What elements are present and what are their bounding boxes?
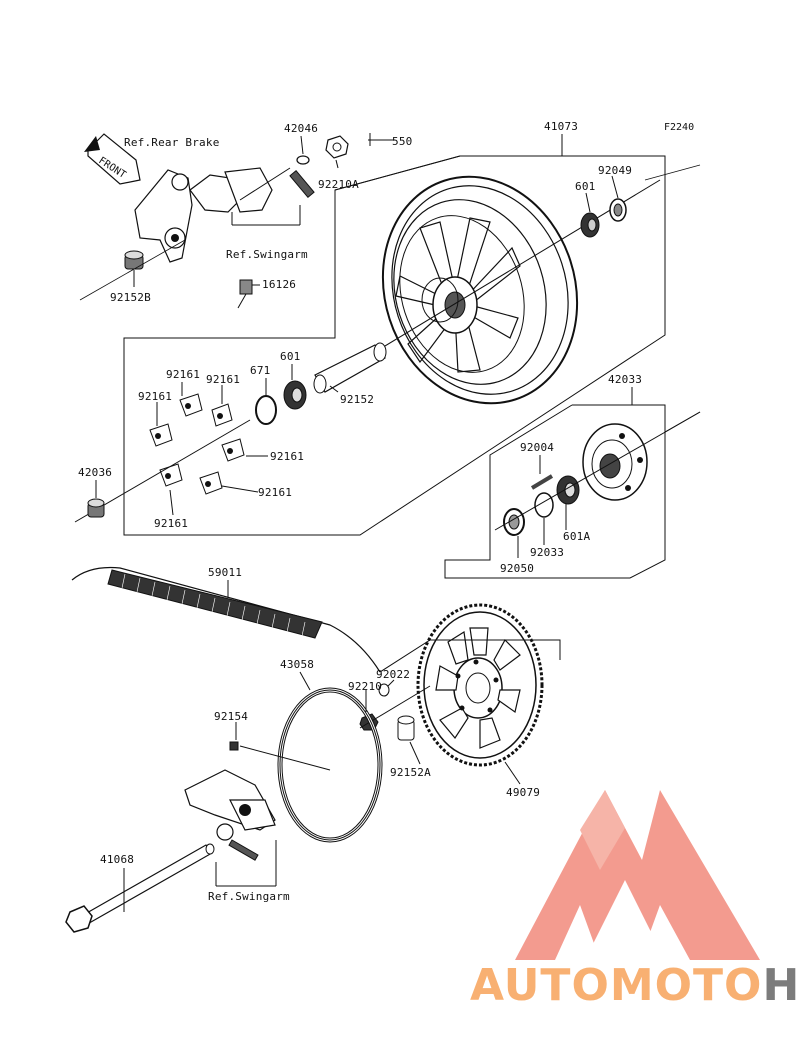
label-92210A: 92210A: [318, 178, 359, 191]
label-ref-rear-brake: Ref.Rear Brake: [124, 136, 220, 149]
label-16126: 16126: [262, 278, 296, 291]
damper-blocks: [149, 393, 245, 495]
seal-92049: [609, 198, 627, 222]
rear-wheel: [381, 175, 579, 405]
label-92161-f: 92161: [154, 517, 188, 530]
bolt-42046: [289, 155, 315, 199]
collar-42036: [87, 498, 105, 518]
label-92152: 92152: [340, 393, 374, 406]
label-92022: 92022: [376, 668, 410, 681]
label-92161-a: 92161: [166, 368, 200, 381]
sprocket-hub-42033: [582, 423, 648, 501]
drive-belt-59011: [71, 566, 381, 673]
label-92049: 92049: [598, 164, 632, 177]
rear-pulley-49079: [416, 603, 544, 767]
brake-bracket: [134, 167, 291, 263]
label-92050: 92050: [500, 562, 534, 575]
label-92161-c: 92161: [138, 390, 172, 403]
brand-part2: HUB: [762, 960, 800, 1011]
label-42036: 42036: [78, 466, 112, 479]
nipple-16126: [237, 279, 253, 309]
bearing-601-mid: [283, 380, 307, 410]
label-49079: 49079: [506, 786, 540, 799]
label-42046: 42046: [284, 122, 318, 135]
label-41068: 41068: [100, 853, 134, 866]
label-ref-swingarm-top: Ref.Swingarm: [226, 248, 308, 261]
chain-adjuster: [184, 769, 276, 861]
label-92152B: 92152B: [110, 291, 151, 304]
label-92154: 92154: [214, 710, 248, 723]
label-92152A: 92152A: [390, 766, 431, 779]
label-92033: 92033: [530, 546, 564, 559]
label-92210: 92210: [348, 680, 382, 693]
o-ring-671: [255, 395, 277, 425]
nut-92210A: [325, 135, 349, 159]
label-ref-swingarm-bottom: Ref.Swingarm: [208, 890, 290, 903]
brand-watermark: AUTOMOTOHUB: [470, 960, 800, 1011]
label-601A: 601A: [563, 530, 590, 543]
collar-92152B: [124, 250, 144, 270]
label-550: 550: [392, 135, 412, 148]
brand-part1: AUTOMOTO: [470, 960, 762, 1011]
circlip-92033: [534, 492, 554, 518]
label-601-top: 601: [575, 180, 595, 193]
label-92004: 92004: [520, 441, 554, 454]
rear-axle-41068: [65, 843, 215, 933]
label-601-mid: 601: [280, 350, 300, 363]
label-92161-e: 92161: [258, 486, 292, 499]
figure-code: F2240: [664, 122, 694, 133]
bearing-601A: [556, 475, 580, 505]
spacer-92152: [313, 342, 387, 394]
collar-92152A: [397, 715, 415, 741]
label-671: 671: [250, 364, 270, 377]
label-92161-d: 92161: [270, 450, 304, 463]
label-41073: 41073: [544, 120, 578, 133]
label-59011: 59011: [208, 566, 242, 579]
label-92161-b: 92161: [206, 373, 240, 386]
label-43058: 43058: [280, 658, 314, 671]
seal-92050: [503, 508, 525, 536]
stud-92004: [530, 474, 554, 490]
bolt-92154: [229, 741, 239, 751]
label-42033: 42033: [608, 373, 642, 386]
belt-guard-43058: [277, 687, 383, 843]
washer-92022: [378, 683, 390, 697]
bearing-601-top: [580, 212, 600, 238]
automotohub-logo-icon: [515, 790, 760, 960]
